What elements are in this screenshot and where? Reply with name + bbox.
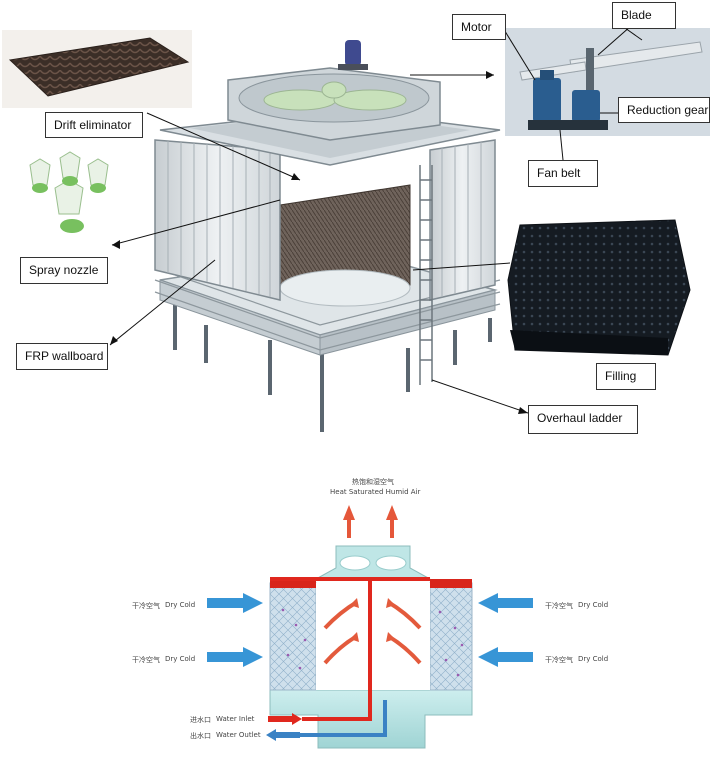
frp-wall-right: [429, 139, 496, 301]
diagram-droplets: [281, 608, 464, 677]
top-air-label-cn: 热饱和湿空气: [352, 478, 394, 486]
filling-photo: [507, 219, 691, 356]
drift-eliminator-photo: [2, 30, 192, 108]
label-blade: Blade: [612, 2, 676, 29]
water-inlet-cn: 进水口: [190, 716, 211, 724]
left-cold-air-cn-1: 干冷空气: [132, 602, 160, 610]
label-filling: Filling: [596, 363, 656, 390]
right-cold-air-en-2: Dry Cold: [578, 655, 609, 663]
right-cold-air-en-1: Dry Cold: [578, 601, 609, 609]
diagram-hot-water-pipe: [270, 577, 430, 721]
label-fan-belt: Fan belt: [528, 160, 598, 187]
label-motor: Motor: [452, 14, 506, 40]
fan-blades: [263, 81, 407, 111]
right-cold-air-cn-1: 干冷空气: [545, 602, 573, 610]
water-inlet-en: Water Inlet: [216, 715, 255, 723]
label-drift-eliminator: Drift eliminator: [45, 112, 143, 138]
tower-motor: [345, 40, 361, 66]
frp-wall-left: [154, 139, 281, 301]
diagram-intake-arrows: [207, 593, 533, 667]
label-overhaul-ladder: Overhaul ladder: [528, 405, 638, 434]
diagram-plenum: [316, 583, 430, 690]
water-outlet-en: Water Outlet: [216, 731, 261, 739]
diagram-fan-stack: [315, 545, 431, 580]
right-cold-air-cn-2: 干冷空气: [545, 656, 573, 664]
diagram-fill-left: [269, 582, 317, 691]
label-frp-wallboard: FRP wallboard: [16, 343, 108, 370]
diagram-cold-water-pipe: [300, 700, 387, 737]
diagram-exhaust-arrows: [343, 505, 398, 538]
diagram-water-arrows: [266, 713, 302, 741]
leader-arrowheads: [110, 71, 528, 414]
left-cold-air-cn-2: 干冷空气: [132, 656, 160, 664]
flow-diagram: [207, 505, 533, 749]
tower-illustration: [2, 17, 710, 432]
left-cold-air-en-1: Dry Cold: [165, 601, 196, 609]
label-reduction-gear: Reduction gear: [618, 97, 710, 123]
water-outlet-cn: 出水口: [190, 732, 211, 740]
top-air-label-en: Heat Saturated Humid Air: [330, 488, 421, 496]
diagram-hot-header-right: [430, 579, 472, 588]
diagram-hot-header-left: [270, 579, 316, 588]
label-spray-nozzle: Spray nozzle: [20, 257, 108, 284]
left-cold-air-en-2: Dry Cold: [165, 655, 196, 663]
spray-nozzle-photo: [8, 150, 126, 240]
diagram-fill-right: [429, 582, 473, 691]
leader-lines: [109, 17, 643, 414]
tower-legs: [173, 305, 492, 432]
tower-ladder: [419, 165, 433, 385]
